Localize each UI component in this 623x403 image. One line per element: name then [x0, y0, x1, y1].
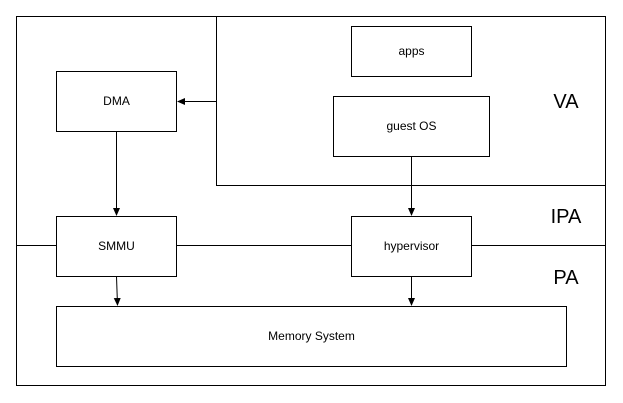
apps-label: apps [398, 44, 424, 58]
region-label-pa: PA [553, 267, 579, 289]
memory-system-node: Memory System [56, 306, 567, 367]
guest-os-label: guest OS [386, 119, 436, 133]
region-label-va: VA [553, 91, 579, 113]
smmu-node: SMMU [56, 216, 177, 277]
memory-system-label: Memory System [268, 329, 355, 343]
arrow-smmu-to-memory [113, 276, 121, 306]
guest-os-node: guest OS [333, 96, 490, 157]
dma-label: DMA [103, 94, 130, 108]
region-label-ipa: IPA [551, 206, 582, 228]
hypervisor-node: hypervisor [351, 216, 472, 277]
smmu-label: SMMU [98, 239, 135, 253]
dma-node: DMA [56, 71, 177, 132]
apps-node: apps [351, 26, 472, 77]
hypervisor-label: hypervisor [384, 239, 439, 253]
